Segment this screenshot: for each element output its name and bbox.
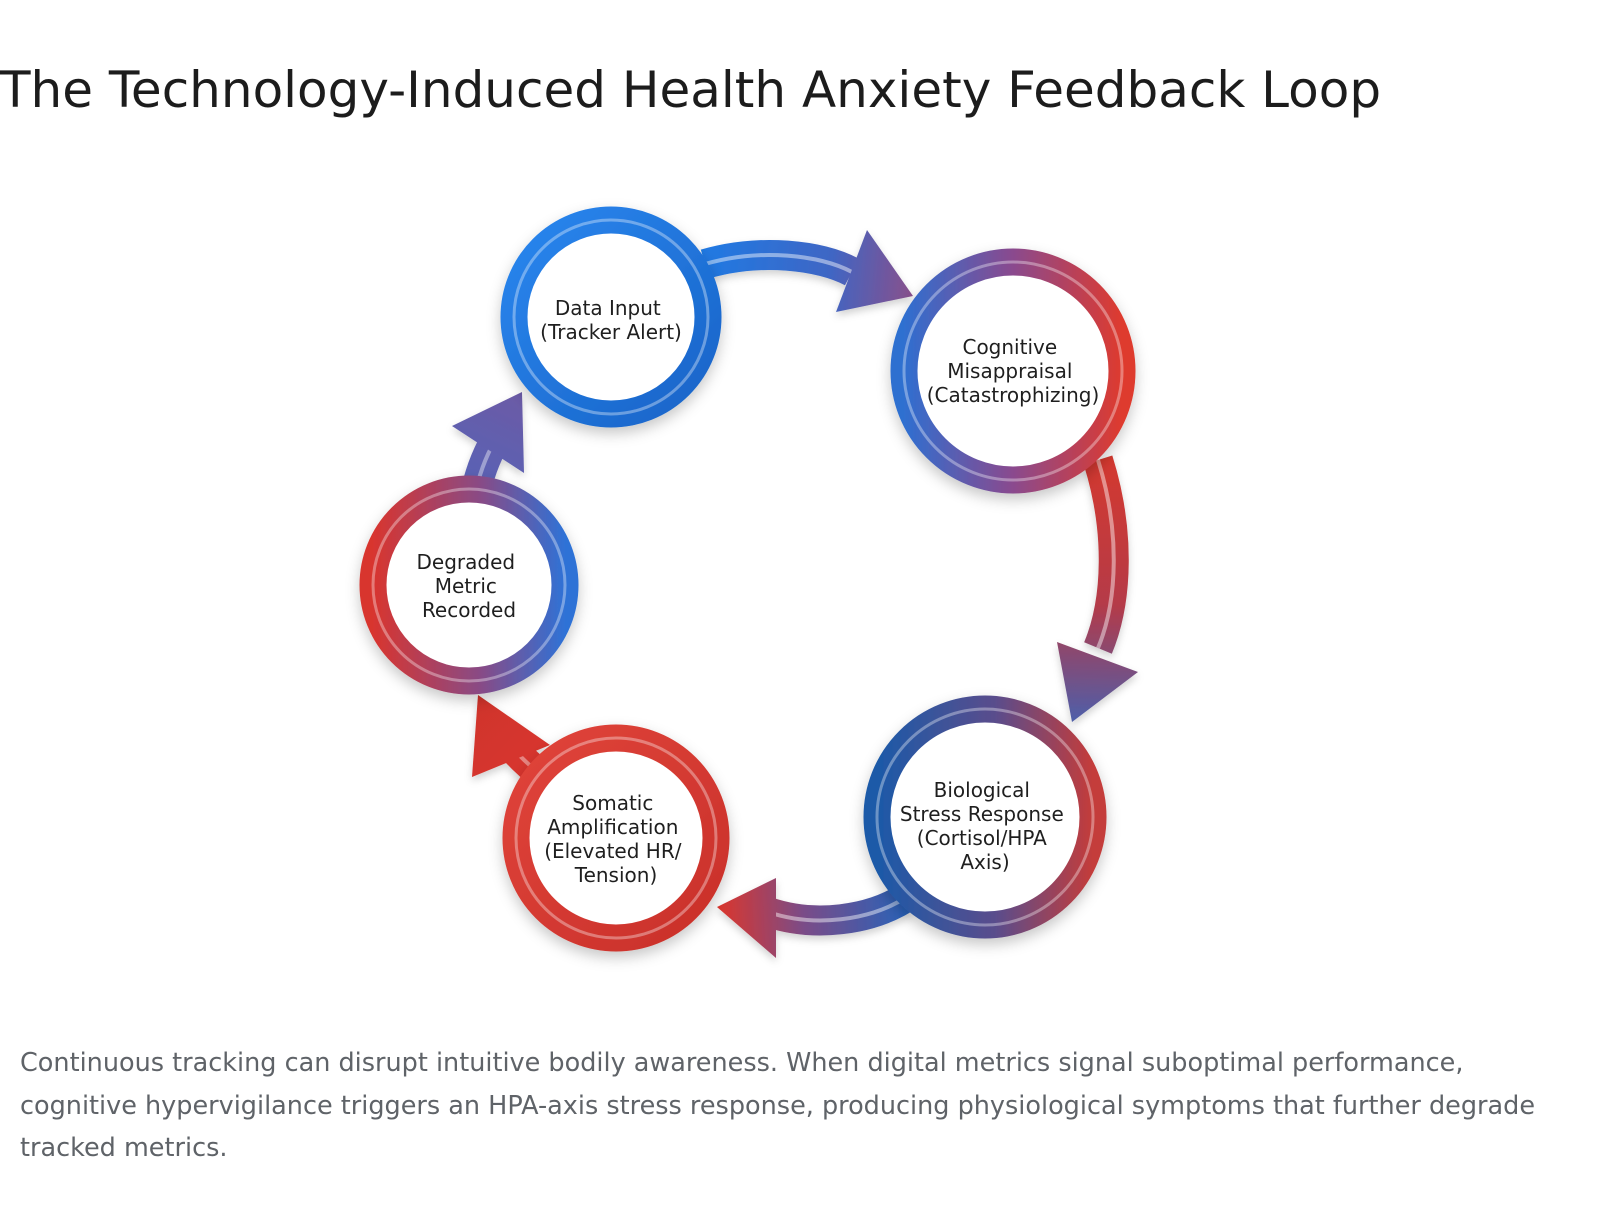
arrow-degraded-to-data-input [452, 392, 524, 487]
diagram-caption: Continuous tracking can disrupt intuitiv… [20, 1048, 1536, 1163]
page-title: The Technology-Induced Health Anxiety Fe… [0, 61, 1382, 119]
node-data-input-label: Data Input (Tracker Alert) [540, 296, 682, 344]
node-biological-stress-response-label: Biological Stress Response (Cortisol/HPA… [900, 778, 1070, 874]
node-degraded-metric-recorded: Degraded Metric Recorded [359, 475, 579, 695]
node-data-input: Data Input (Tracker Alert) [500, 206, 722, 428]
arrow-cognitive-to-biological [1057, 455, 1138, 722]
node-cognitive-misappraisal: Cognitive Misappraisal (Catastrophizing) [890, 248, 1136, 494]
feedback-loop-svg: Data Input (Tracker Alert) Cognitive Mis… [359, 206, 1138, 958]
arrow-biological-to-somatic [717, 878, 913, 958]
node-somatic-amplification-label: Somatic Amplification (Elevated HR/ Tens… [544, 791, 688, 887]
node-degraded-metric-recorded-label: Degraded Metric Recorded [417, 550, 522, 622]
node-cognitive-misappraisal-label: Cognitive Misappraisal (Catastrophizing) [927, 335, 1100, 407]
feedback-loop-diagram: Data Input (Tracker Alert) Cognitive Mis… [0, 160, 1600, 1040]
node-biological-stress-response: Biological Stress Response (Cortisol/HPA… [863, 695, 1107, 939]
arrow-data-input-to-cognitive [700, 230, 913, 312]
node-somatic-amplification: Somatic Amplification (Elevated HR/ Tens… [502, 724, 730, 952]
